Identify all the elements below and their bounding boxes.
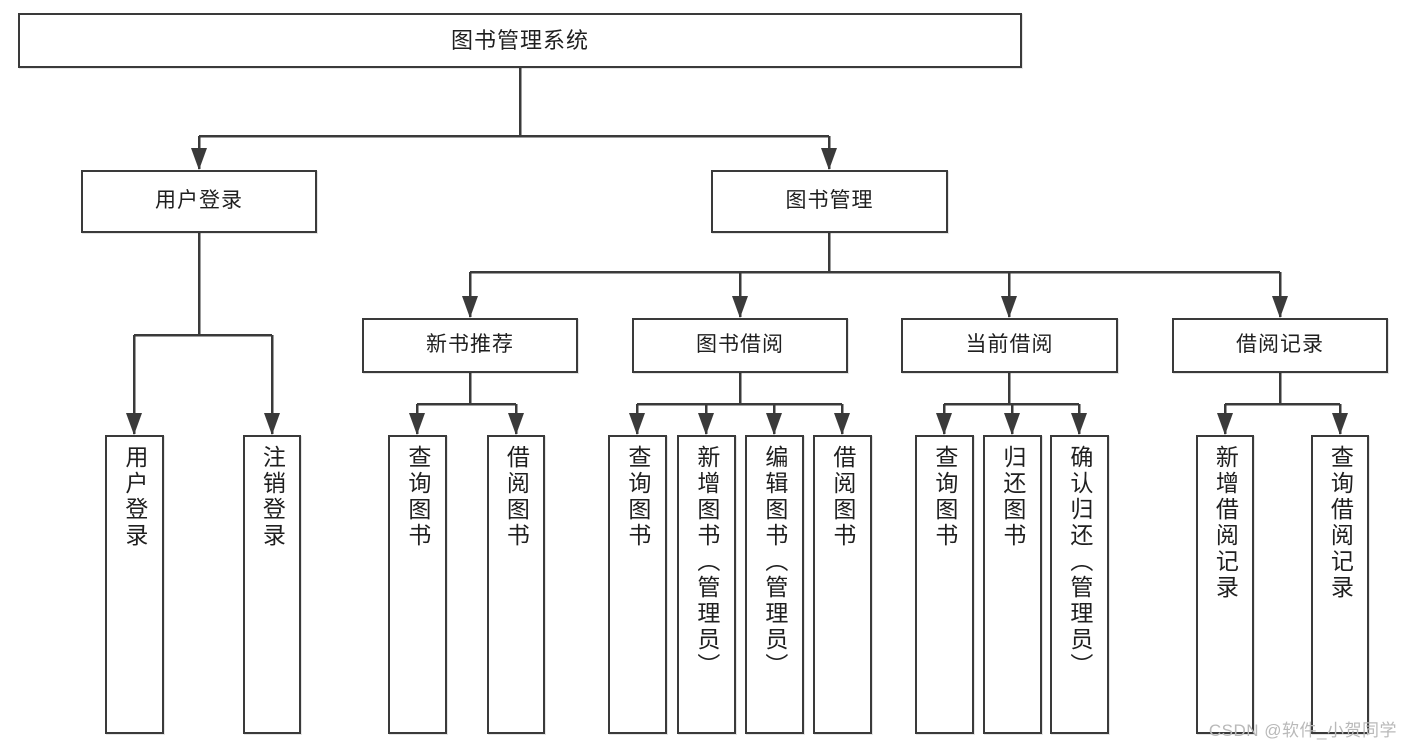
node-label: 查询图书 bbox=[931, 445, 958, 549]
node-label: 查询图书 bbox=[624, 445, 651, 549]
node-label: 图书管理系统 bbox=[450, 27, 589, 53]
node-leaf-add-book-admin[interactable]: 新增图书（管理员） bbox=[677, 435, 736, 734]
node-leaf-borrow-book-1[interactable]: 借阅图书 bbox=[487, 435, 545, 734]
node-label: 新书推荐 bbox=[426, 333, 514, 357]
node-leaf-confirm-return-admin[interactable]: 确认归还（管理员） bbox=[1050, 435, 1109, 734]
node-book-management[interactable]: 图书管理 bbox=[711, 170, 948, 233]
node-label: 查询借阅记录 bbox=[1327, 445, 1354, 601]
node-label: 当前借阅 bbox=[965, 333, 1054, 357]
watermark-text: CSDN @软件_小贺同学 bbox=[1208, 721, 1397, 740]
node-book-borrowing[interactable]: 图书借阅 bbox=[632, 318, 848, 373]
node-leaf-borrow-book-2[interactable]: 借阅图书 bbox=[813, 435, 872, 734]
node-label: 查询图书 bbox=[404, 445, 431, 549]
node-root-book-management-system[interactable]: 图书管理系统 bbox=[18, 13, 1022, 68]
node-label: 新增图书（管理员） bbox=[693, 445, 720, 679]
node-label: 图书借阅 bbox=[696, 333, 784, 357]
node-leaf-return-book[interactable]: 归还图书 bbox=[983, 435, 1042, 734]
node-label: 注销登录 bbox=[259, 445, 286, 549]
node-leaf-query-borrow-record[interactable]: 查询借阅记录 bbox=[1311, 435, 1369, 734]
node-user-login[interactable]: 用户登录 bbox=[81, 170, 317, 233]
node-label: 确认归还（管理员） bbox=[1066, 445, 1093, 679]
node-leaf-edit-book-admin[interactable]: 编辑图书（管理员） bbox=[745, 435, 804, 734]
node-label: 借阅记录 bbox=[1236, 333, 1324, 357]
node-label: 借阅图书 bbox=[503, 445, 530, 549]
node-leaf-add-borrow-record[interactable]: 新增借阅记录 bbox=[1196, 435, 1254, 734]
node-label: 用户登录 bbox=[155, 189, 243, 213]
node-label: 借阅图书 bbox=[829, 445, 856, 549]
node-label: 用户登录 bbox=[121, 445, 148, 549]
node-leaf-user-login[interactable]: 用户登录 bbox=[105, 435, 164, 734]
node-new-book-recommendation[interactable]: 新书推荐 bbox=[362, 318, 578, 373]
node-leaf-logout[interactable]: 注销登录 bbox=[243, 435, 301, 734]
node-label: 编辑图书（管理员） bbox=[761, 445, 788, 679]
node-borrowing-record[interactable]: 借阅记录 bbox=[1172, 318, 1388, 373]
node-leaf-query-book-3[interactable]: 查询图书 bbox=[915, 435, 974, 734]
node-label: 图书管理 bbox=[785, 189, 874, 213]
node-current-borrowing[interactable]: 当前借阅 bbox=[901, 318, 1118, 373]
node-leaf-query-book-2[interactable]: 查询图书 bbox=[608, 435, 667, 734]
node-label: 新增借阅记录 bbox=[1212, 445, 1239, 601]
node-leaf-query-book-1[interactable]: 查询图书 bbox=[388, 435, 447, 734]
node-label: 归还图书 bbox=[999, 445, 1026, 549]
